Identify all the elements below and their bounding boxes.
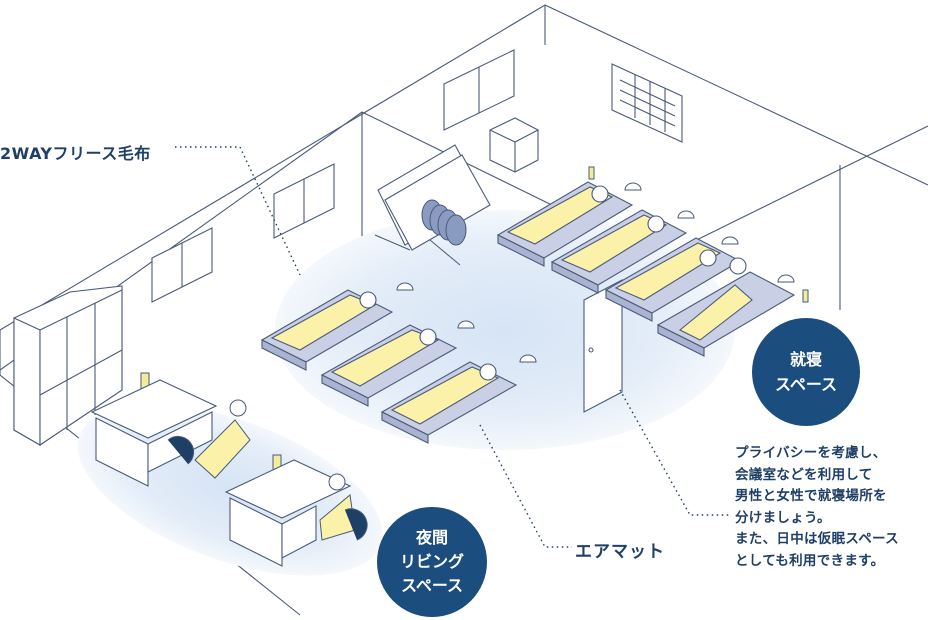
note-line: 男性と女性で就寝場所を — [735, 486, 899, 508]
callout-fleece-blanket: 2WAYフリース毛布 — [0, 140, 151, 164]
badge-line: リビング — [400, 550, 464, 574]
sleeping-area-badge: 就寝 スペース — [752, 318, 860, 426]
supply-box — [490, 118, 538, 172]
window-left-2 — [274, 164, 334, 238]
badge-line: スペース — [400, 574, 464, 598]
note-line: プライバシーを考慮し、 — [735, 443, 899, 465]
note-line: また、日中は仮眠スペース — [735, 529, 899, 551]
badge-line: スペース — [775, 372, 837, 397]
callout-air-mat: エアマット — [575, 537, 665, 562]
night-living-area-badge: 夜間 リビング スペース — [377, 507, 487, 617]
window-left-1 — [152, 228, 212, 302]
note-line: 分けましょう。 — [735, 508, 899, 530]
note-line: としても利用できます。 — [735, 551, 899, 573]
air-vent — [612, 64, 682, 142]
badge-line: 就寝 — [775, 347, 837, 372]
privacy-note: プライバシーを考慮し、 会議室などを利用して 男性と女性で就寝場所を 分けましょ… — [735, 443, 899, 572]
note-line: 会議室などを利用して — [735, 465, 899, 487]
window-back — [444, 50, 514, 130]
badge-line: 夜間 — [400, 526, 464, 550]
